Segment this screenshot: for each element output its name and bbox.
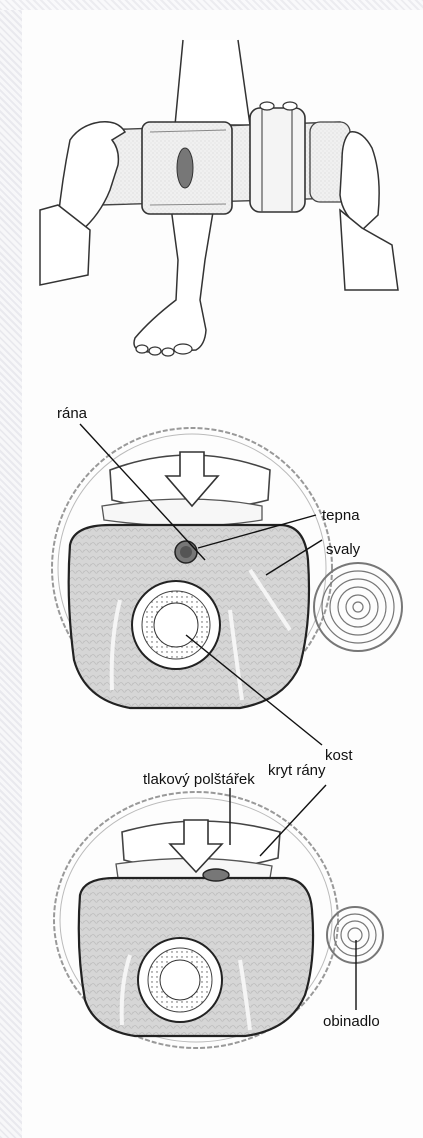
right-hand <box>340 132 398 290</box>
cross-section-lower <box>54 785 383 1048</box>
compressed-artery <box>203 869 229 881</box>
label-muscles: svaly <box>326 541 361 558</box>
bandage-roll-lower <box>327 907 383 963</box>
label-bone: kost <box>325 747 353 764</box>
label-wound: rána <box>57 405 88 422</box>
label-bandage: obinadlo <box>323 1013 380 1030</box>
leg-bandaging-illustration <box>40 40 398 356</box>
label-artery: tepna <box>322 507 360 524</box>
cross-section-upper <box>52 424 402 745</box>
label-pressure-pad: tlakový polštářek <box>143 771 255 788</box>
label-wound-cover: kryt rány <box>268 762 326 779</box>
